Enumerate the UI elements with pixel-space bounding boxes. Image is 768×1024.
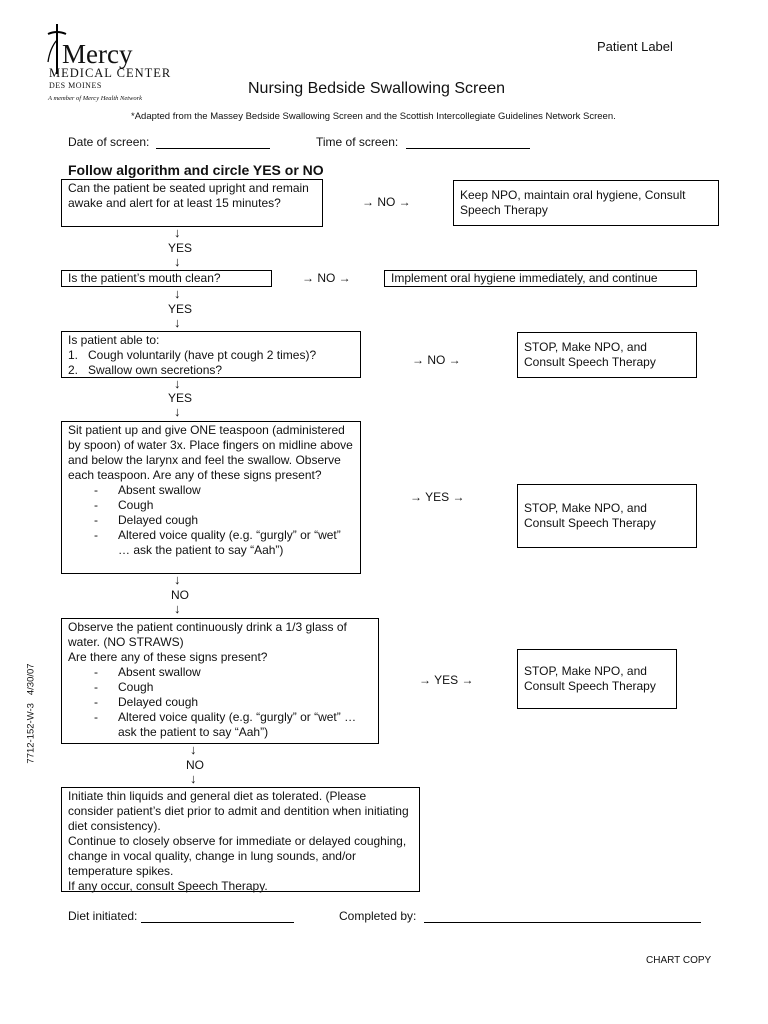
arrow-down-icon: ↓ [174,601,181,616]
step3-result: STOP, Make NPO, and Consult Speech Thera… [517,332,697,378]
step5-no[interactable]: NO [186,758,204,772]
arrow-down-icon: ↓ [190,771,197,786]
list-item: Cough [68,498,354,513]
step5-question: Observe the patient continuously drink a… [61,618,379,744]
date-field[interactable] [156,148,270,149]
step4-yes-branch[interactable]: → YES → [410,490,465,504]
form-code: 7712-152-W-3 4/30/07 [25,663,37,764]
step4-signs-list: Absent swallow Cough Delayed cough Alter… [68,483,354,558]
time-label: Time of screen: [316,135,399,149]
cross-icon [47,24,67,74]
step3-yes[interactable]: YES [168,391,193,405]
patient-label: Patient Label [597,39,673,54]
arrow-down-icon: ↓ [174,376,181,391]
list-item: Absent swallow [68,483,354,498]
list-item: 1.Cough voluntarily (have pt cough 2 tim… [68,348,317,362]
list-item: Altered voice quality (e.g. “gurgly” or … [68,528,354,558]
list-item: Altered voice quality (e.g. “gurgly” or … [68,710,372,740]
arrow-down-icon: ↓ [174,286,181,301]
completed-by-label: Completed by: [339,909,417,923]
instruction-heading: Follow algorithm and circle YES or NO [68,162,324,178]
page-title: Nursing Bedside Swallowing Screen [248,80,506,97]
logo-name: Mercy [62,39,133,69]
list-item: 2.Swallow own secretions? [68,363,223,377]
step4-no[interactable]: NO [171,588,189,602]
arrow-down-icon: ↓ [174,315,181,330]
step2-result: Implement oral hygiene immediately, and … [384,270,697,287]
step3-list: 1.Cough voluntarily (have pt cough 2 tim… [68,348,354,378]
step4-intro: Sit patient up and give ONE teaspoon (ad… [68,423,353,482]
completed-by-field[interactable] [424,922,701,923]
step2-question: Is the patient’s mouth clean? [61,270,272,287]
step5-yes-branch[interactable]: → YES → [419,673,474,687]
list-item: Delayed cough [68,513,354,528]
step3-question: Is patient able to: 1.Cough voluntarily … [61,331,361,378]
chart-copy-label: CHART COPY [646,955,712,966]
arrow-down-icon: ↓ [174,404,181,419]
date-label: Date of screen: [68,135,150,149]
step1-yes[interactable]: YES [168,241,193,255]
logo-subtitle: MEDICAL CENTER [49,66,172,80]
diet-initiated-field[interactable] [141,922,294,923]
arrow-down-icon: ↓ [174,254,181,269]
step5-intro: Observe the patient continuously drink a… [68,620,347,664]
step1-no-branch[interactable]: → NO → [362,195,411,209]
time-field[interactable] [406,148,530,149]
step3-no-branch[interactable]: → NO → [412,353,461,367]
step5-result: STOP, Make NPO, and Consult Speech Thera… [517,649,677,709]
hospital-logo: Mercy MEDICAL CENTER DES MOINES A member… [44,22,194,108]
step2-yes[interactable]: YES [168,302,193,316]
step2-no-branch[interactable]: → NO → [302,271,351,285]
arrow-down-icon: ↓ [190,742,197,757]
diet-initiated-label: Diet initiated: [68,909,138,923]
step4-result: STOP, Make NPO, and Consult Speech Thera… [517,484,697,548]
adapted-note: *Adapted from the Massey Bedside Swallow… [131,111,616,122]
logo-tagline: A member of Mercy Health Network [48,95,143,102]
list-item: Delayed cough [68,695,372,710]
step4-question: Sit patient up and give ONE teaspoon (ad… [61,421,361,574]
step5-signs-list: Absent swallow Cough Delayed cough Alter… [68,665,372,740]
arrow-down-icon: ↓ [174,572,181,587]
step6-instructions: Initiate thin liquids and general diet a… [61,787,420,893]
list-item: Absent swallow [68,665,372,680]
list-item: Cough [68,680,372,695]
step1-result: Keep NPO, maintain oral hygiene, Consult… [453,180,719,226]
logo-city: DES MOINES [49,81,102,90]
step3-intro: Is patient able to: [68,333,160,347]
step1-question: Can the patient be seated upright and re… [61,179,323,227]
arrow-down-icon: ↓ [174,225,181,240]
